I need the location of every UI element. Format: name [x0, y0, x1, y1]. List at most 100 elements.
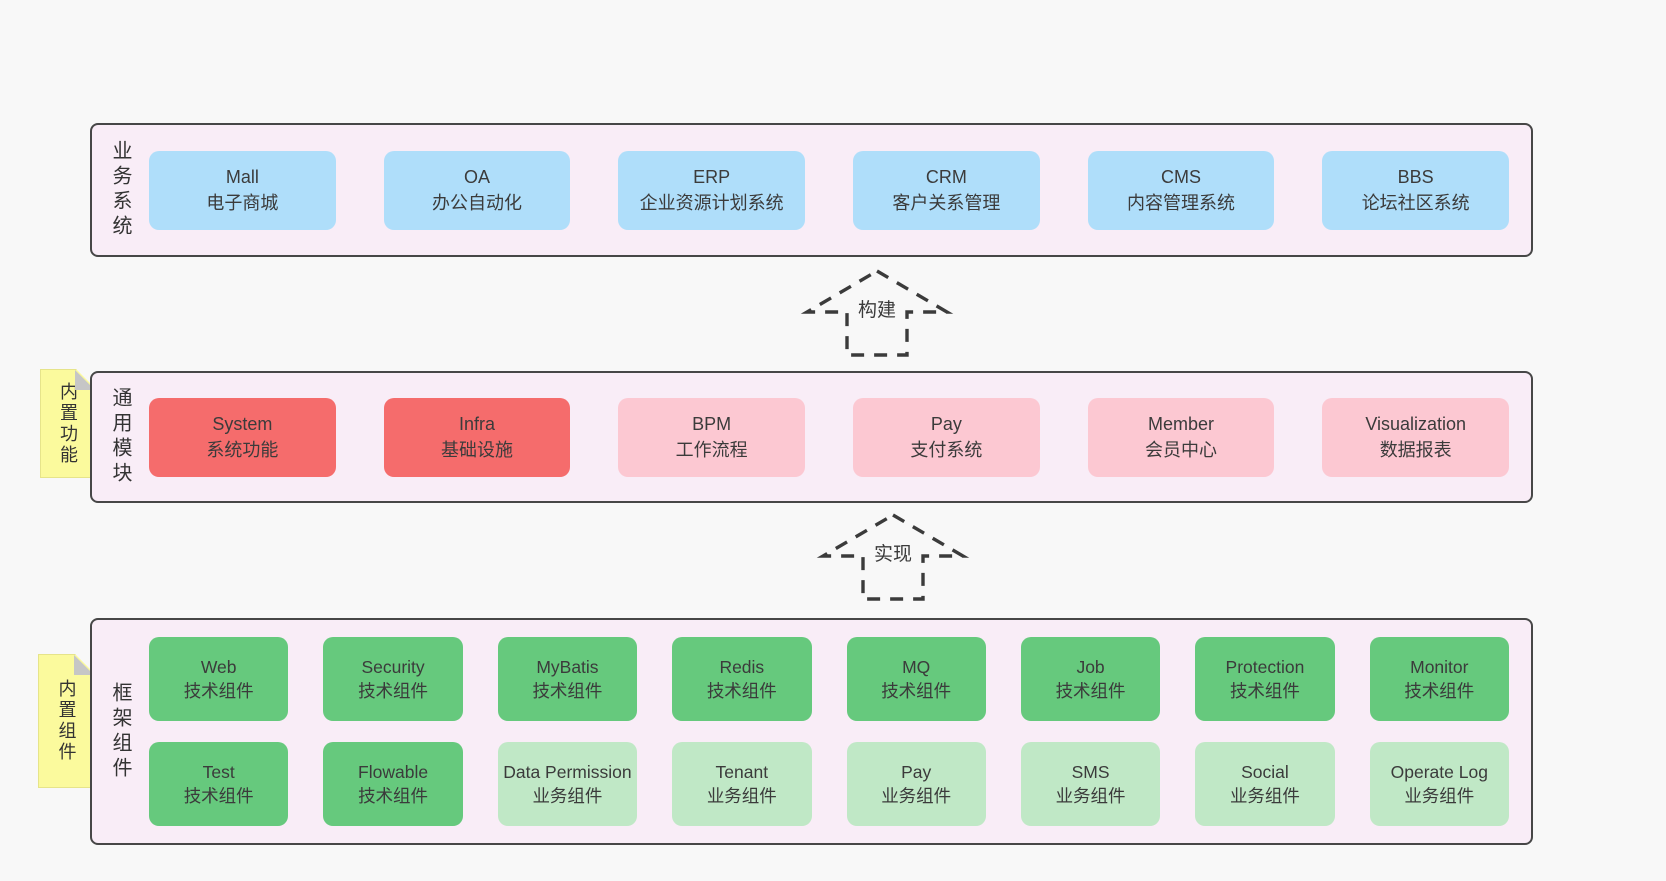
box-desc: 业务组件 [881, 786, 952, 806]
box-social: Social 业务组件 [1195, 742, 1335, 826]
box-desc: 系统功能 [206, 440, 279, 460]
box-name: Redis [719, 657, 765, 677]
box-name: Pay [901, 762, 932, 782]
sticky-note-builtin-components: 内置组件 [38, 654, 95, 788]
box-name: Protection [1225, 657, 1305, 677]
box-flowable: Flowable 技术组件 [323, 742, 463, 826]
box-bbs: BBS 论坛社区系统 [1322, 150, 1510, 230]
box-name: MQ [902, 657, 931, 677]
box-name: BPM [692, 414, 732, 434]
business-box-row: Mall 电子商城 OA 办公自动化 ERP 企业资源计划系统 CRM 客户关系… [149, 150, 1510, 230]
box-name: BBS [1397, 167, 1434, 187]
box-name: CMS [1161, 167, 1202, 187]
box-desc: 电子商城 [206, 193, 279, 213]
box-name: Visualization [1365, 414, 1467, 434]
box-pay-component: Pay 业务组件 [846, 742, 986, 826]
box-desc: 技术组件 [183, 681, 254, 701]
dashed-up-arrow-implement: 实现 [816, 512, 970, 602]
box-monitor: Monitor 技术组件 [1369, 637, 1509, 721]
box-mybatis: MyBatis 技术组件 [497, 637, 638, 721]
box-name: System [212, 414, 273, 434]
box-web: Web 技术组件 [149, 637, 289, 721]
box-name: Mall [225, 167, 259, 187]
box-name: CRM [925, 167, 967, 187]
box-desc: 论坛社区系统 [1361, 193, 1470, 213]
box-name: Security [361, 657, 425, 677]
box-desc: 办公自动化 [432, 193, 522, 213]
box-desc: 技术组件 [1055, 681, 1126, 701]
box-desc: 技术组件 [706, 681, 777, 701]
box-sms: SMS 业务组件 [1020, 742, 1161, 826]
box-name: SMS [1071, 762, 1110, 782]
box-name: Web [200, 657, 237, 677]
box-desc: 企业资源计划系统 [639, 193, 784, 213]
layer-label-business: 业务系统 [109, 140, 131, 240]
modules-box-row: System 系统功能 Infra 基础设施 BPM 工作流程 Pay 支付系统… [149, 397, 1510, 477]
box-name: Pay [930, 414, 962, 434]
box-erp: ERP 企业资源计划系统 [618, 150, 806, 230]
box-cms: CMS 内容管理系统 [1087, 150, 1275, 230]
components-row-1: Web 技术组件 Security 技术组件 MyBatis 技术组件 Redi… [149, 637, 1509, 721]
box-crm: CRM 客户关系管理 [853, 150, 1040, 230]
box-name: Flowable [358, 762, 429, 782]
box-desc: 技术组件 [881, 681, 952, 701]
box-desc: 业务组件 [532, 786, 603, 806]
box-desc: 技术组件 [358, 681, 429, 701]
box-security: Security 技术组件 [323, 637, 463, 721]
up-arrow-icon [816, 513, 970, 601]
box-desc: 技术组件 [532, 681, 603, 701]
box-name: Operate Log [1390, 762, 1488, 782]
box-protection: Protection 技术组件 [1195, 637, 1335, 721]
box-name: Tenant [715, 762, 769, 782]
box-member: Member 会员中心 [1087, 397, 1275, 477]
box-system: System 系统功能 [149, 397, 336, 477]
sticky-label: 内置功能 [58, 381, 78, 466]
box-desc: 业务组件 [706, 786, 777, 806]
box-name: Test [202, 762, 235, 782]
box-mq: MQ 技术组件 [846, 637, 986, 721]
box-desc: 业务组件 [1055, 786, 1126, 806]
box-desc: 业务组件 [1404, 786, 1475, 806]
components-row-2: Test 技术组件 Flowable 技术组件 Data Permission … [149, 742, 1509, 826]
box-infra: Infra 基础设施 [383, 397, 571, 477]
layer-business-systems: 业务系统 Mall 电子商城 OA 办公自动化 ERP 企业资源计划系统 CRM… [90, 123, 1533, 257]
box-tenant: Tenant 业务组件 [672, 742, 812, 826]
box-name: Infra [458, 414, 496, 434]
box-name: OA [464, 167, 491, 187]
box-name: Monitor [1410, 657, 1469, 677]
box-bpm: BPM 工作流程 [618, 397, 806, 477]
box-desc: 工作流程 [675, 440, 748, 460]
box-desc: 技术组件 [183, 786, 254, 806]
box-name: Member [1148, 414, 1215, 434]
sticky-fold-icon [74, 655, 94, 675]
box-name: MyBatis [536, 657, 599, 677]
box-mall: Mall 电子商城 [149, 150, 336, 230]
sticky-note-builtin-features: 内置功能 [40, 369, 96, 478]
box-desc: 技术组件 [1404, 681, 1475, 701]
box-redis: Redis 技术组件 [672, 637, 812, 721]
layer-framework-components: 框架组件 Web 技术组件 Security 技术组件 MyBatis 技术组件… [90, 618, 1533, 845]
layer-label-modules: 通用模块 [109, 387, 131, 487]
box-desc: 客户关系管理 [892, 193, 1001, 213]
box-operate-log: Operate Log 业务组件 [1369, 742, 1509, 826]
box-desc: 业务组件 [1229, 786, 1300, 806]
dashed-up-arrow-build: 构建 [800, 268, 954, 358]
box-test: Test 技术组件 [149, 742, 289, 826]
box-desc: 基础设施 [441, 440, 513, 460]
box-job: Job 技术组件 [1020, 637, 1161, 721]
box-desc: 内容管理系统 [1127, 193, 1236, 213]
box-name: Data Permission [503, 762, 632, 782]
box-name: Job [1076, 657, 1105, 677]
box-desc: 会员中心 [1145, 440, 1218, 460]
up-arrow-icon [800, 269, 954, 357]
arrow-label-implement: 实现 [870, 538, 916, 567]
box-pay-module: Pay 支付系统 [853, 397, 1040, 477]
box-desc: 数据报表 [1379, 440, 1452, 460]
arrow-label-build: 构建 [854, 294, 900, 323]
box-name: Social [1241, 762, 1289, 782]
layer-label-components: 框架组件 [109, 681, 131, 782]
box-desc: 技术组件 [358, 786, 429, 806]
box-desc: 支付系统 [910, 440, 983, 460]
box-data-permission: Data Permission 业务组件 [497, 742, 638, 826]
